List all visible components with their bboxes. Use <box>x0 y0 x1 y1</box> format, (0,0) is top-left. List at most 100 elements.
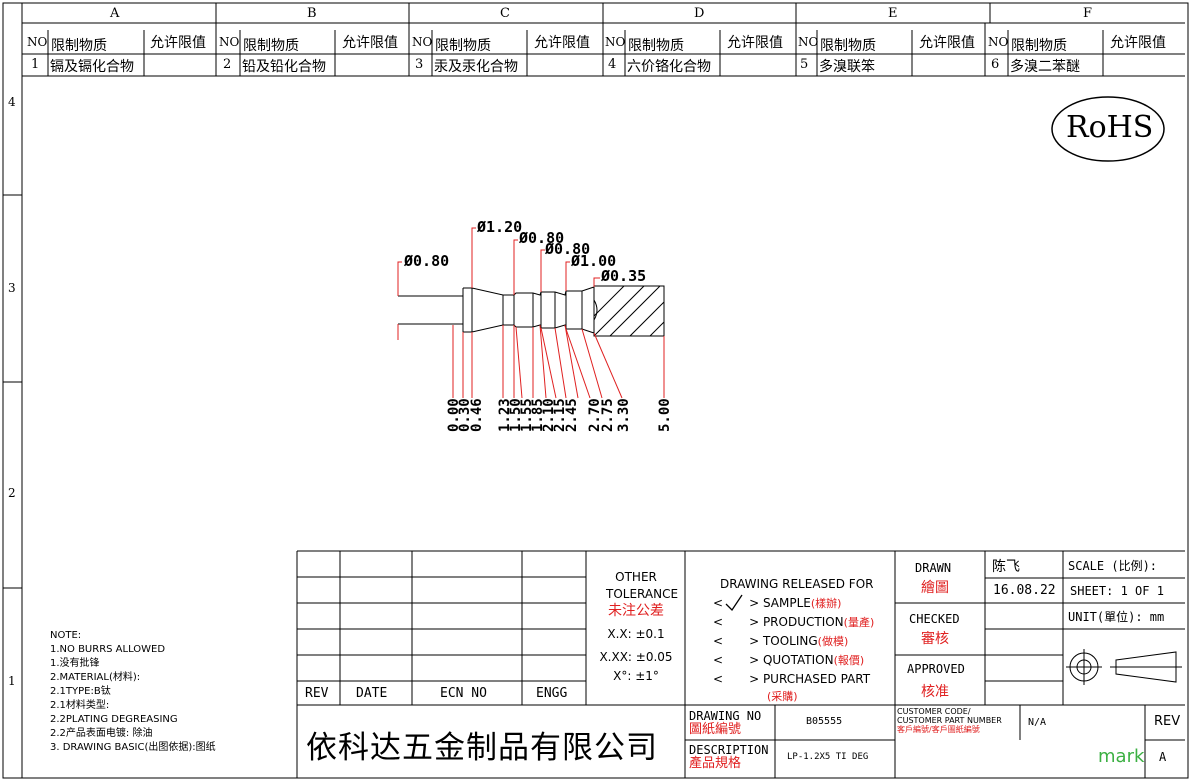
approved-label-cn: 核准 <box>921 684 949 700</box>
note-line: 1.没有批锋 <box>50 658 100 669</box>
drawn-label-cn: 繪圖 <box>921 580 949 596</box>
note-line: 1.NO BURRS ALLOWED <box>50 644 166 655</box>
no-header: NO <box>798 35 819 49</box>
note-line: 2.2PLATING DEGREASING <box>50 714 178 725</box>
description-value: LP-1.2X5 TI DEG <box>787 752 869 762</box>
limit-header: 允许限值 <box>342 35 398 51</box>
diameter-label: Ø0.80 <box>404 252 450 270</box>
item-name: 六价铬化合物 <box>627 59 711 75</box>
checked-label: CHECKED <box>909 612 960 626</box>
item-no: 6 <box>991 57 1000 72</box>
substance-header: 限制物质 <box>820 38 876 54</box>
tolerance-title: OTHER TOLERANCE <box>606 570 679 601</box>
note-line: 3. DRAWING BASIC(出图依据):图纸 <box>50 742 216 753</box>
note-line: 2.2产品表面电镀: 除油 <box>50 728 153 739</box>
rev-value: A <box>1159 750 1167 764</box>
diameter-label: Ø0.80 <box>519 229 565 247</box>
item-name: 铅及铅化合物 <box>242 59 326 75</box>
release-option-purchased: <> PURCHASED PART <box>713 672 871 686</box>
projection-symbol <box>1066 649 1182 685</box>
zone-col-e: E <box>888 6 898 21</box>
ecn-column-label: ECN NO <box>440 686 487 701</box>
title-block-grid <box>296 550 1185 778</box>
no-header: NO <box>988 35 1009 49</box>
watermark-mark: mark <box>1098 746 1145 767</box>
tolerance-line: X.X: ±0.1 <box>607 627 665 641</box>
note-line: 2.MATERIAL(材料): <box>50 672 141 683</box>
tolerance-line: X°: ±1° <box>613 669 659 683</box>
substance-header: 限制物质 <box>1011 38 1067 54</box>
note-line: 2.1TYPE:B钛 <box>50 686 111 697</box>
diameter-leaders <box>397 227 600 345</box>
description-label-cn: 產品規格 <box>689 756 742 771</box>
release-option-purchased-cn: (采購) <box>767 690 798 703</box>
zone-row-2: 2 <box>8 486 16 500</box>
diameter-label: Ø1.00 <box>571 252 617 270</box>
diameter-label: Ø0.80 <box>545 240 591 258</box>
release-option-production: <> PRODUCTION(量產) <box>713 615 875 629</box>
checked-label-cn: 審核 <box>921 631 949 647</box>
no-header: NO <box>27 35 48 49</box>
scale-label: SCALE (比例): <box>1068 559 1158 573</box>
rev-column-label: REV <box>305 686 329 701</box>
position-leaders <box>452 324 665 399</box>
release-options: <> SAMPLE(樣辦) <> PRODUCTION(量產) <> TOOLI… <box>713 594 874 706</box>
position-label: 3.30 <box>616 398 632 432</box>
zone-row-3: 3 <box>8 281 16 295</box>
no-header: NO <box>605 35 626 49</box>
limit-header: 允许限值 <box>150 35 206 51</box>
drawing-no-value: B05555 <box>806 716 843 727</box>
tolerance-line: X.XX: ±0.05 <box>599 650 673 664</box>
engg-column-label: ENGG <box>536 686 568 701</box>
date-column-label: DATE <box>356 686 388 701</box>
notes-block: NOTE: 1.NO BURRS ALLOWED 1.没有批锋 2.MATERI… <box>50 629 216 755</box>
zone-row-1: 1 <box>8 674 16 688</box>
zone-col-c: C <box>500 6 510 21</box>
position-label: 0.46 <box>469 398 485 432</box>
customer-label: CUSTOMER CODE/ CUSTOMER PART NUMBER 客戶編號… <box>897 707 1002 734</box>
no-header: NO <box>412 35 433 49</box>
substance-header: 限制物质 <box>435 38 491 54</box>
diameter-label: Ø1.20 <box>477 218 523 236</box>
drawing-no-label-cn: 圖紙編號 <box>689 722 742 737</box>
item-no: 5 <box>800 57 809 72</box>
customer-value: N/A <box>1028 717 1047 728</box>
company-name: 依科达五金制品有限公司 <box>306 730 658 766</box>
diameter-label: Ø0.35 <box>601 267 647 285</box>
part-profile <box>398 285 665 337</box>
no-header: NO <box>219 35 240 49</box>
release-option-quotation: <> QUOTATION(報價) <box>713 653 865 667</box>
zone-row-4: 4 <box>8 95 16 109</box>
substance-table-grid <box>21 23 1185 77</box>
position-label: 2.75 <box>600 398 616 432</box>
customer-label-line2: CUSTOMER PART NUMBER <box>897 716 1002 725</box>
sheet-label: SHEET: 1 OF 1 <box>1070 584 1164 598</box>
zone-col-f: F <box>1083 6 1093 21</box>
description-label: DESCRIPTION 產品規格 <box>689 743 768 771</box>
approved-label: APPROVED <box>907 662 965 676</box>
zone-col-b: B <box>307 6 317 21</box>
drawn-date: 16.08.22 <box>993 583 1056 598</box>
tolerance-block: OTHER TOLERANCE 未注公差 X.X: ±0.1 X.XX: ±0.… <box>590 569 682 685</box>
item-no: 3 <box>415 57 424 72</box>
item-no: 2 <box>223 57 232 72</box>
rohs-label: RoHS <box>1066 110 1154 145</box>
substance-header: 限制物质 <box>628 38 684 54</box>
position-label: 5.00 <box>657 398 673 432</box>
drawn-name: 陈飞 <box>992 559 1020 575</box>
rohs-mark <box>1051 96 1165 162</box>
limit-header: 允许限值 <box>919 35 975 51</box>
limit-header: 允许限值 <box>1110 35 1166 51</box>
release-option-sample: <> SAMPLE(樣辦) <box>713 596 842 610</box>
note-line: 2.1材料类型: <box>50 700 110 711</box>
release-title: DRAWING RELEASED FOR <box>720 577 874 591</box>
item-name: 汞及汞化合物 <box>434 59 518 75</box>
sample-checkmark <box>725 594 743 612</box>
description-label-en: DESCRIPTION <box>689 743 769 757</box>
item-name: 多溴联笨 <box>819 59 875 75</box>
customer-label-line3: 客戶編號/客戶圖紙編號 <box>897 725 980 734</box>
rev-label: REV <box>1154 714 1181 729</box>
substance-header: 限制物质 <box>51 38 107 54</box>
